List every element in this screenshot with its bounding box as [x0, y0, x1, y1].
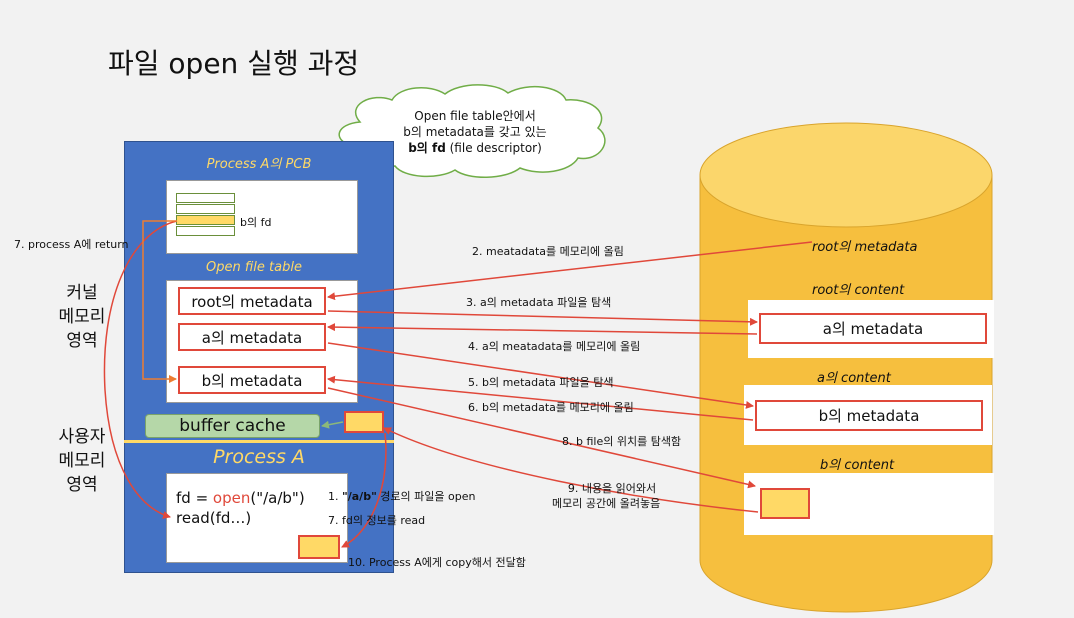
arrow-step-6: [327, 375, 754, 421]
disk-b-data-block: [760, 488, 810, 519]
disk-b-metadata: b의 metadata: [755, 400, 983, 431]
code-fd-assign: fd =: [176, 489, 213, 507]
user-label-line: 메모리: [58, 451, 106, 471]
step-7-read-label: 7. fd의 정보를 read: [328, 514, 426, 527]
arrow-step-5: [327, 342, 754, 409]
process-buffer-block: [298, 535, 340, 559]
cloud-text: Open file table안에서 b의 metadata를 갖고 있는 b의…: [360, 108, 590, 156]
buffer-cache: buffer cache: [145, 414, 320, 438]
page-title: 파일 open 실행 과정: [108, 47, 360, 80]
fd-table-row: [176, 204, 235, 214]
oft-entry-a: a의 metadata: [178, 323, 326, 351]
step-1-rest: 경로의 파일을 open: [376, 490, 476, 503]
arrow-step-8: [327, 387, 756, 489]
code-line-1: fd = open("/a/b"): [176, 488, 305, 508]
user-memory-label: 사용자 메모리 영역: [46, 425, 118, 497]
arrow-step-3: [327, 310, 758, 326]
step-8-label: 8. b file의 위치를 탐색함: [562, 435, 682, 448]
cloud-fd-bold: b의 fd: [408, 141, 446, 155]
kernel-label-line: 커널: [66, 283, 98, 303]
disk-b-content-label: b의 content: [820, 458, 895, 473]
step-6-label: 6. b의 metadata를 메모리에 올림: [468, 401, 634, 414]
step-3-label: 3. a의 metadata 파일을 탐색: [466, 296, 612, 309]
step-9-label-1: 9. 내용을 읽어와서: [567, 482, 657, 495]
oft-entry-b: b의 metadata: [178, 366, 326, 394]
disk-a-metadata: a의 metadata: [759, 313, 987, 344]
process-label: Process A: [213, 446, 305, 468]
step-1-label: 1. "/a/b" 경로의 파일을 open: [328, 488, 475, 504]
open-file-table-label: Open file table: [206, 260, 302, 275]
arrow-step-2: [327, 241, 813, 301]
kernel-label-line: 메모리: [58, 307, 106, 327]
pcb-box: [166, 180, 358, 254]
pcb-fd-label: b의 fd: [240, 216, 272, 229]
buffer-cache-block: [344, 411, 384, 433]
step-7-return-label: 7. process A에 return: [14, 238, 129, 251]
cloud-line-1: Open file table안에서: [414, 109, 536, 123]
arrow-step-4: [327, 323, 758, 335]
fd-table-row: [176, 226, 235, 236]
process-code: fd = open("/a/b") read(fd…): [176, 488, 305, 528]
user-label-line: 사용자: [58, 427, 106, 447]
step-1-path: "/a/b": [342, 490, 377, 503]
kernel-label-line: 영역: [66, 331, 98, 351]
disk-a-content-label: a의 content: [817, 371, 891, 386]
cloud-line-2: b의 metadata를 갖고 있는: [403, 125, 547, 139]
arrow-step-9: [383, 427, 759, 513]
arrow-fd-to-oft: [142, 220, 177, 383]
user-label-line: 영역: [66, 475, 98, 495]
arrow-step-7-return: [103, 220, 178, 519]
step-10-label: 10. Process A에게 copy해서 전달함: [348, 556, 526, 569]
cloud-fd-rest: (file descriptor): [445, 141, 542, 155]
process-box: [166, 473, 348, 563]
fd-table-row-highlighted: [176, 215, 235, 225]
code-line-2: read(fd…): [176, 509, 252, 527]
step-9-label-2: 메모리 공간에 올려놓음: [552, 497, 661, 510]
step-1-prefix: 1.: [328, 490, 342, 503]
oft-entry-root: root의 metadata: [178, 287, 326, 315]
cloud-line-3: b의 fd (file descriptor): [360, 140, 590, 156]
code-open-args: ("/a/b"): [250, 489, 305, 507]
arrow-step-10: [341, 432, 387, 548]
step-4-label: 4. a의 meatadata를 메모리에 올림: [468, 340, 641, 353]
kernel-memory-label: 커널 메모리 영역: [46, 281, 118, 353]
fd-table-row: [176, 193, 235, 203]
code-open-call: open: [212, 489, 251, 507]
disk-root-metadata: root의 metadata: [812, 240, 918, 255]
arrow-buffer-cache: [321, 420, 344, 429]
pcb-label: Process A의 PCB: [206, 157, 312, 172]
step-5-label: 5. b의 metadata 파일을 탐색: [468, 376, 614, 389]
disk-root-content-label: root의 content: [812, 283, 905, 298]
step-2-label: 2. meatadata를 메모리에 올림: [472, 245, 624, 258]
kernel-user-divider: [124, 440, 394, 443]
